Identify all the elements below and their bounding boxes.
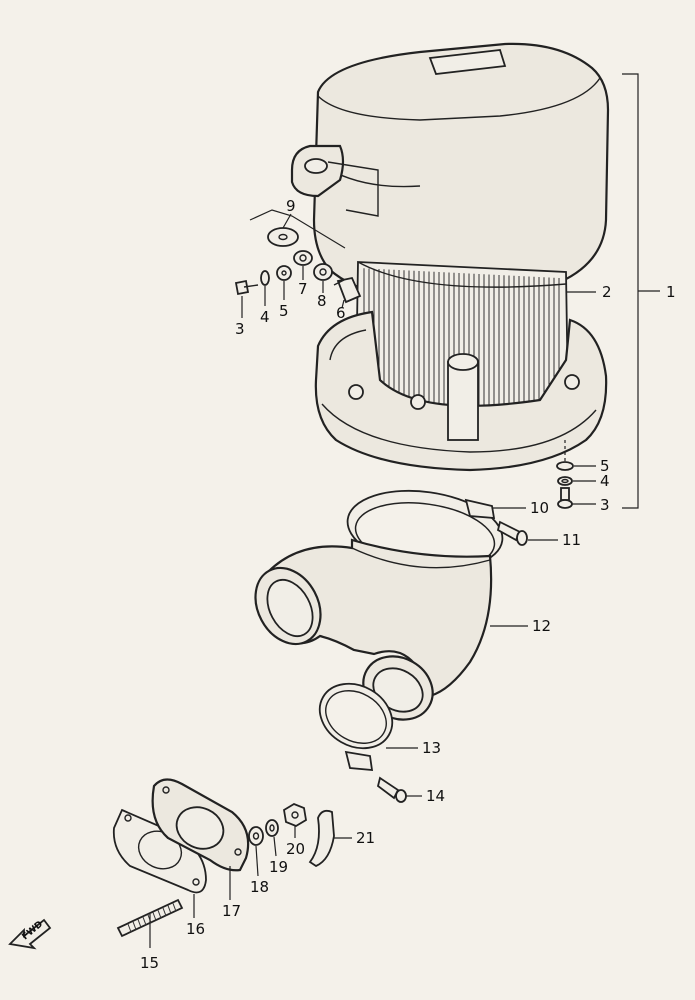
washer-7 xyxy=(293,250,313,266)
washer-9 xyxy=(249,209,346,249)
intake-elbow-12 xyxy=(254,538,493,721)
callout-14: 14 xyxy=(426,787,445,805)
callout-10: 10 xyxy=(530,499,549,517)
callout-labels: 1 2 3 4 5 6 7 8 9 5 4 3 10 11 12 13 14 1… xyxy=(140,197,676,972)
washer-5-upper xyxy=(276,265,292,281)
washer-19 xyxy=(265,819,279,837)
callout-8: 8 xyxy=(317,292,327,310)
callout-13: 13 xyxy=(422,739,441,757)
callout-17: 17 xyxy=(222,902,241,920)
clamp-13 xyxy=(318,682,394,771)
callout-3-lower: 3 xyxy=(600,496,610,514)
washer-4-upper xyxy=(260,270,270,286)
screw-14 xyxy=(376,776,407,803)
callout-11: 11 xyxy=(562,531,581,549)
washer-5-lower xyxy=(556,461,574,471)
filter-element xyxy=(355,261,569,428)
forward-arrow-icon xyxy=(8,918,52,950)
callout-7: 7 xyxy=(298,280,308,298)
bolt-6 xyxy=(333,276,362,304)
callout-15: 15 xyxy=(140,954,159,972)
callout-1: 1 xyxy=(666,283,676,301)
callout-5-upper: 5 xyxy=(279,302,289,320)
air-cleaner-cover xyxy=(290,42,610,302)
callout-4-lower: 4 xyxy=(600,472,610,490)
screw-3-upper xyxy=(234,279,259,296)
screw-11 xyxy=(496,520,528,546)
washer-18 xyxy=(248,826,264,846)
fwd-direction-marker: FWD xyxy=(8,918,52,950)
hose-21 xyxy=(308,809,335,868)
callout-18: 18 xyxy=(250,878,269,896)
callout-20: 20 xyxy=(286,840,305,858)
callout-3-upper: 3 xyxy=(235,320,245,338)
callout-2: 2 xyxy=(602,283,612,301)
screw-3-lower xyxy=(557,487,573,509)
washer-4-lower xyxy=(557,476,573,486)
callout-6: 6 xyxy=(336,304,346,322)
callout-19: 19 xyxy=(269,858,288,876)
washer-8 xyxy=(313,263,333,281)
callout-4-upper: 4 xyxy=(260,308,270,326)
nut-20 xyxy=(283,802,307,828)
callout-12: 12 xyxy=(532,617,551,635)
leader-lines xyxy=(149,73,660,948)
callout-9: 9 xyxy=(286,197,296,215)
callout-5-lower: 5 xyxy=(600,457,610,475)
callout-21: 21 xyxy=(356,829,375,847)
insulator-17 xyxy=(151,778,250,872)
callout-16: 16 xyxy=(186,920,205,938)
air-cleaner-base xyxy=(314,310,608,472)
